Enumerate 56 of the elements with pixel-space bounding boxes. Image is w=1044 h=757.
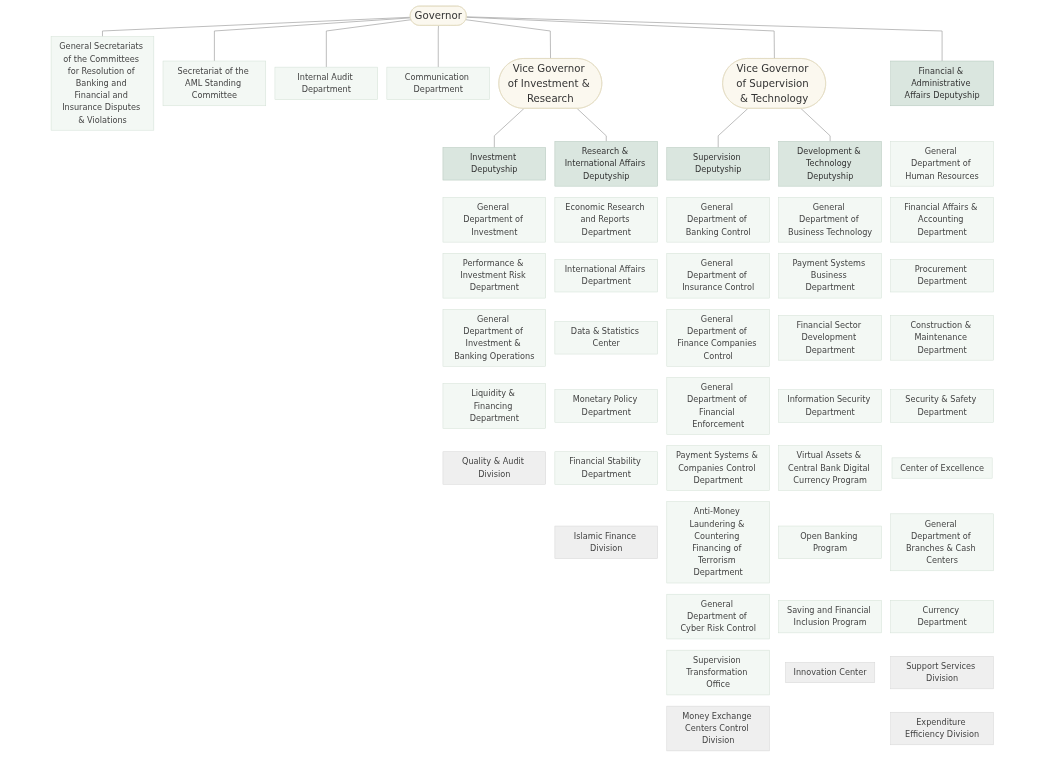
node-box: Islamic Finance Division — [554, 525, 658, 559]
node-box: General Department of Investment & Banking Operations — [442, 309, 546, 367]
node-box: Research & International Affairs Deputyship — [554, 141, 658, 187]
node-box: Payment Systems Business Department — [778, 253, 882, 299]
node-box: Development & Technology Deputyship — [778, 141, 882, 187]
node-box: Supervision Deputyship — [666, 147, 770, 181]
node-box: Supervision Transformation Office — [666, 649, 770, 696]
node-box: General Department of Banking Control — [666, 197, 770, 243]
node-box: Internal Audit Department — [274, 66, 378, 100]
connector — [325, 19, 412, 68]
connector — [213, 17, 411, 62]
node-box: Data & Statistics Center — [554, 321, 658, 355]
node-box: Saving and Financial Inclusion Program — [778, 600, 882, 634]
node-box: Financial & Administrative Affairs Deputyship — [890, 60, 994, 107]
node-box: Currency Department — [890, 600, 994, 634]
connector — [800, 108, 831, 142]
connector — [465, 19, 551, 60]
connector — [717, 108, 748, 148]
node-box: Monetary Policy Department — [554, 389, 658, 423]
node-box: Procurement Department — [890, 259, 994, 293]
node-box: Investment Deputyship — [442, 147, 546, 181]
node-box: Financial Stability Department — [554, 451, 658, 485]
node-box: Communication Department — [386, 66, 490, 100]
node-box: Economic Research and Reports Department — [554, 197, 658, 243]
connector — [576, 108, 607, 142]
node-box: General Department of Investment — [442, 197, 546, 243]
node-box: General Department of Business Technology — [778, 197, 882, 243]
node-box: Expenditure Efficiency Division — [890, 712, 994, 746]
node-box: Money Exchange Centers Control Division — [666, 705, 770, 752]
node-box: Security & Safety Department — [890, 389, 994, 423]
node-box: General Department of Human Resources — [890, 141, 994, 187]
node-box: Payment Systems & Companies Control Department — [666, 445, 770, 491]
node-box: International Affairs Department — [554, 259, 658, 293]
connector — [465, 16, 943, 62]
node-box: Anti-Money Laundering & Countering Financing of Terrorism Department — [666, 501, 770, 584]
node-box: General Department of Cyber Risk Control — [666, 593, 770, 640]
node-box: Liquidity & Financing Department — [442, 383, 546, 429]
connector — [437, 25, 439, 68]
node-box: Quality & Audit Division — [442, 451, 546, 485]
node-box: Performance & Investment Risk Department — [442, 253, 546, 299]
node-box: Construction & Maintenance Department — [890, 315, 994, 361]
node-box: Financial Affairs & Accounting Department — [890, 197, 994, 243]
node-box: Virtual Assets & Central Bank Digital Currency Program — [778, 445, 882, 491]
node-box: General Department of Financial Enforcement — [666, 377, 770, 435]
node-box: General Department of Finance Companies Control — [666, 309, 770, 367]
node-box: Open Banking Program — [778, 525, 882, 559]
node-box: General Department of Insurance Control — [666, 253, 770, 299]
node-box: General Department of Branches & Cash Centers — [890, 513, 994, 572]
node-box: Innovation Center — [784, 662, 875, 683]
node-box: Support Services Division — [890, 656, 994, 690]
node-box: Financial Sector Development Department — [778, 315, 882, 361]
node-box: Secretariat of the AML Standing Committee — [162, 60, 266, 107]
node-box: Information Security Department — [778, 389, 882, 423]
node-box: General Secretariats of the Committees for Resolution of Banking and Financial and Insurance Disputes & Violations — [50, 36, 154, 131]
connector — [465, 16, 775, 60]
connector — [493, 108, 524, 148]
